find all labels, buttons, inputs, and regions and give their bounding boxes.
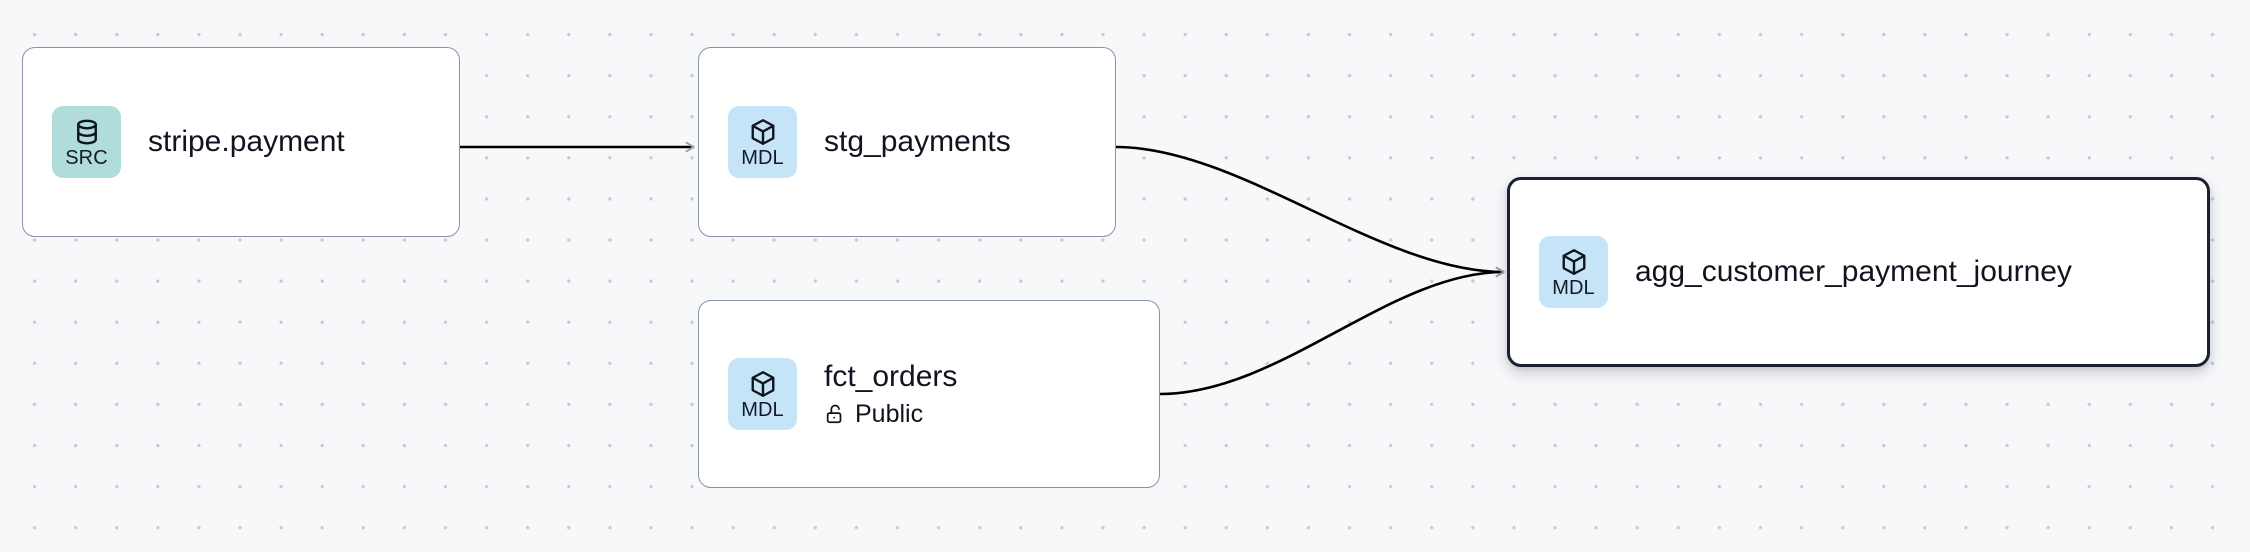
cube-icon <box>1559 247 1589 277</box>
node-body: fct_orders Public <box>824 359 1159 429</box>
node-body: stg_payments <box>824 124 1115 160</box>
node-body: agg_customer_payment_journey <box>1635 254 2207 290</box>
node-type-badge-label: SRC <box>65 146 108 169</box>
node-title: agg_customer_payment_journey <box>1635 255 2072 288</box>
node-type-badge-label: MDL <box>1552 276 1595 299</box>
node-type-badge-label: MDL <box>741 398 784 421</box>
lineage-node-stg-payments[interactable]: MDL stg_payments <box>698 47 1116 237</box>
lineage-node-stripe-payment[interactable]: SRC stripe.payment <box>22 47 460 237</box>
edge-fct-to-agg <box>1159 266 1505 396</box>
node-title: stg_payments <box>824 125 1011 158</box>
cube-icon <box>748 369 778 399</box>
node-title: stripe.payment <box>148 125 345 158</box>
database-icon <box>72 117 102 147</box>
node-type-badge-mdl: MDL <box>728 358 797 430</box>
node-type-badge-src: SRC <box>52 106 121 178</box>
unlock-icon <box>824 403 846 425</box>
node-visibility: Public <box>824 399 1159 429</box>
lineage-node-fct-orders[interactable]: MDL fct_orders Public <box>698 300 1160 488</box>
node-type-badge-label: MDL <box>741 146 784 169</box>
node-visibility-label: Public <box>855 400 924 428</box>
lineage-node-agg-customer-payment-journey[interactable]: MDL agg_customer_payment_journey <box>1507 177 2210 367</box>
node-title: fct_orders <box>824 360 958 393</box>
node-type-badge-mdl: MDL <box>728 106 797 178</box>
cube-icon <box>748 117 778 147</box>
node-type-badge-mdl: MDL <box>1539 236 1608 308</box>
node-body: stripe.payment <box>148 124 459 160</box>
edge-stg-to-agg <box>1115 145 1505 278</box>
